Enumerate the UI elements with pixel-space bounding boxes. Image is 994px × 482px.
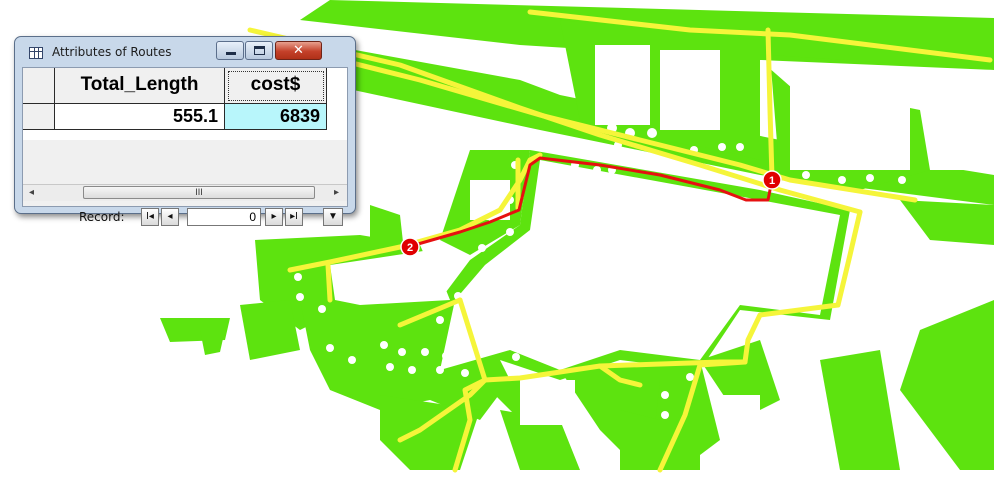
cell-total-length[interactable]: 555.1 — [55, 104, 225, 130]
horizontal-scrollbar[interactable]: ◂ III ▸ — [23, 184, 347, 201]
stop-marker-1[interactable]: 1 — [762, 170, 782, 190]
stop-marker-1-label: 1 — [769, 175, 775, 187]
corner-selector[interactable] — [23, 68, 55, 104]
minimize-button[interactable] — [216, 41, 244, 60]
next-record-button[interactable]: ▸ — [265, 208, 283, 226]
first-record-button[interactable]: I◂ — [141, 208, 159, 226]
table-icon — [29, 47, 43, 59]
route-line — [409, 156, 774, 248]
scroll-right-arrow-icon[interactable]: ▸ — [333, 187, 340, 198]
close-icon: ✕ — [293, 43, 304, 58]
window-client: Total_Length cost$ 555.1 6839 ◂ III ▸ Re… — [22, 67, 348, 226]
attribute-grid: Total_Length cost$ 555.1 6839 — [23, 68, 347, 140]
record-label: Record: — [79, 210, 125, 224]
record-navigation-bar: Record: I◂ ◂ 0 ▸ ▸I ▼ — [23, 206, 347, 230]
stop-marker-2[interactable]: 2 — [400, 237, 420, 257]
stop-marker-2-label: 2 — [407, 242, 413, 254]
attributes-window[interactable]: Attributes of Routes ✕ Total_Length cost… — [14, 36, 356, 226]
cell-cost[interactable]: 6839 — [225, 104, 327, 130]
maximize-button[interactable] — [245, 41, 273, 60]
previous-record-button[interactable]: ◂ — [161, 208, 179, 226]
column-header-total-length[interactable]: Total_Length — [55, 68, 225, 104]
table-options-button[interactable]: ▼ — [323, 208, 343, 226]
window-title: Attributes of Routes — [52, 45, 172, 59]
road-network — [247, 9, 993, 473]
last-record-button[interactable]: ▸I — [285, 208, 303, 226]
scroll-left-arrow-icon[interactable]: ◂ — [28, 187, 35, 198]
maximize-icon — [254, 46, 265, 55]
window-titlebar[interactable]: Attributes of Routes ✕ — [15, 37, 355, 67]
row-selector[interactable] — [23, 104, 55, 130]
minimize-icon — [226, 52, 236, 55]
scroll-thumb[interactable]: III — [83, 186, 315, 199]
record-number-input[interactable]: 0 — [187, 208, 261, 226]
column-header-cost[interactable]: cost$ — [225, 68, 327, 104]
white-holes — [330, 45, 994, 455]
close-button[interactable]: ✕ — [275, 41, 322, 60]
